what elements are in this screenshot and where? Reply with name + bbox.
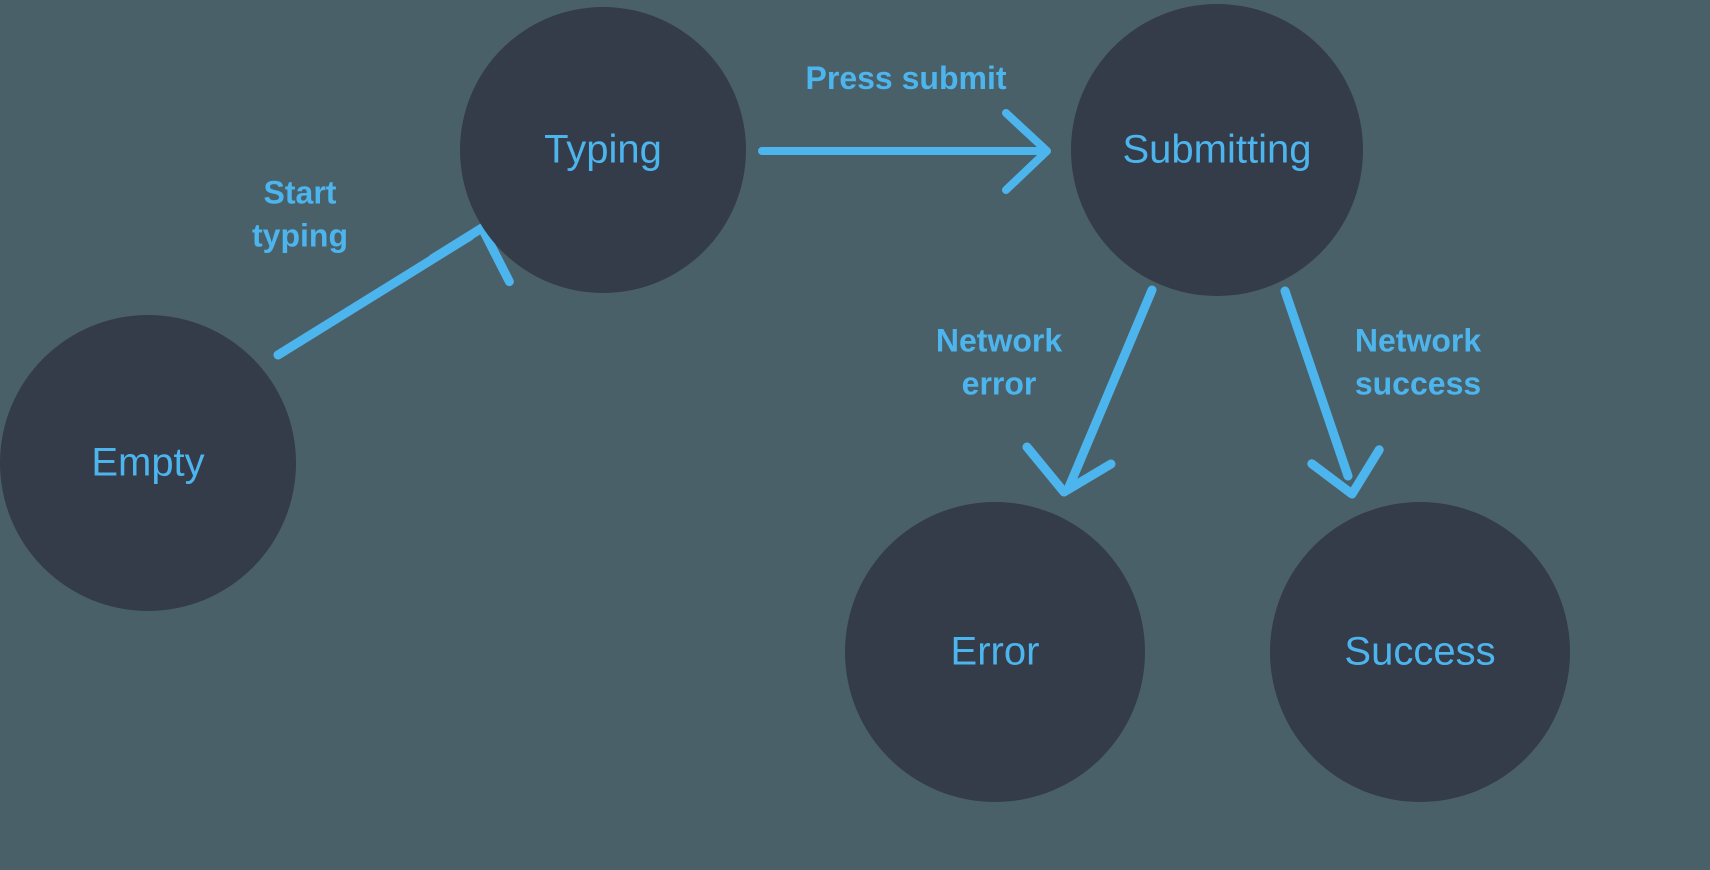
state-circle-typing[interactable]	[460, 7, 746, 293]
state-label-submitting: Submitting	[1123, 128, 1312, 172]
state-node-empty[interactable]: Empty	[0, 315, 296, 611]
state-circle-success[interactable]	[1270, 502, 1570, 802]
transition-arrow-network-error	[1022, 285, 1157, 497]
state-circle-submitting[interactable]	[1071, 4, 1363, 296]
state-node-error[interactable]: Error	[845, 502, 1145, 802]
state-node-typing[interactable]: Typing	[460, 7, 746, 293]
transition-arrow-start-typing	[273, 223, 514, 360]
state-node-submitting[interactable]: Submitting	[1071, 4, 1363, 296]
transition-label-press-submit: Press submit	[806, 60, 1007, 96]
network-error-arrowhead	[1022, 442, 1116, 497]
network-success-arrow-shaft	[1280, 286, 1353, 481]
network-error-arrow-shaft	[1064, 285, 1157, 492]
network-success-arrowhead	[1307, 445, 1384, 499]
state-label-error: Error	[951, 630, 1040, 674]
start-typing-arrowhead	[428, 223, 514, 287]
transition-arrow-press-submit	[758, 109, 1051, 194]
state-node-success[interactable]: Success	[1270, 502, 1570, 802]
state-circle-error[interactable]	[845, 502, 1145, 802]
state-label-empty: Empty	[91, 441, 204, 485]
state-label-typing: Typing	[544, 128, 662, 172]
press-submit-arrowhead	[1002, 109, 1051, 194]
state-circle-empty[interactable]	[0, 315, 296, 611]
transition-label-press-submit-text: Press submit	[806, 60, 1007, 96]
transition-arrow-network-success	[1280, 286, 1384, 499]
state-label-success: Success	[1344, 630, 1495, 674]
